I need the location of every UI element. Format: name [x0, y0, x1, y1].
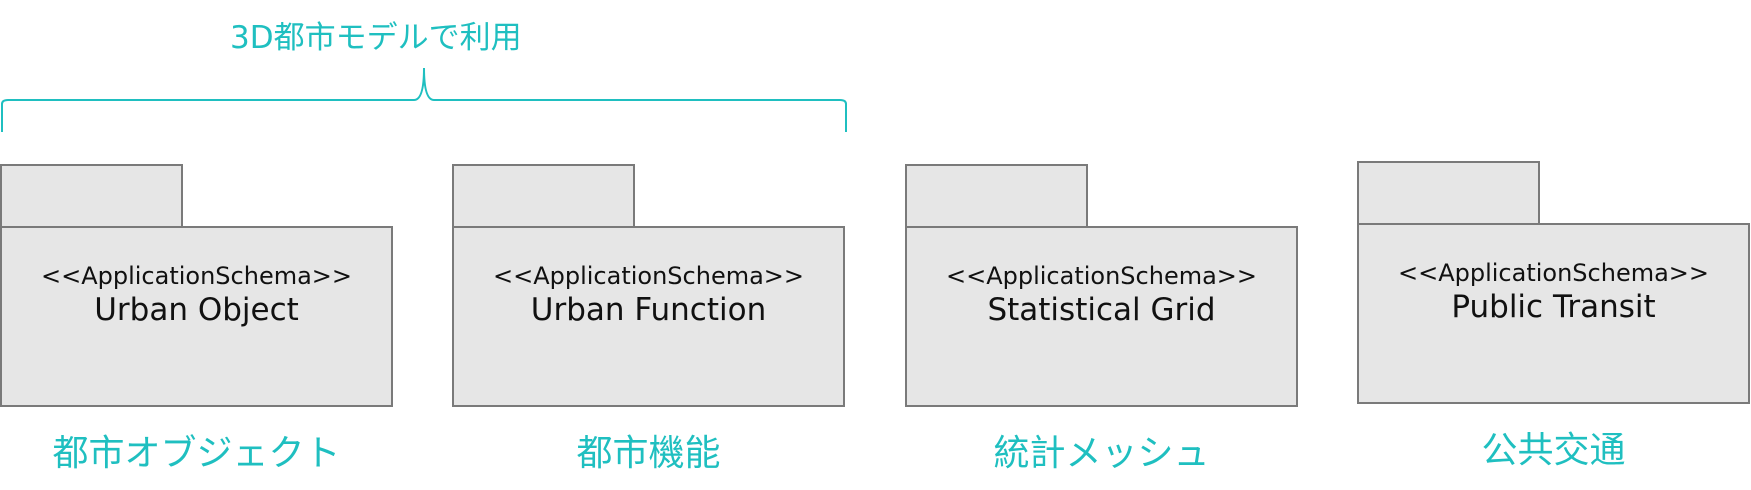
package-stereotype: <<ApplicationSchema>>	[945, 262, 1258, 290]
package-body: <<ApplicationSchema>> Urban Function	[452, 226, 845, 407]
package-name: Urban Function	[530, 292, 767, 328]
package-name: Urban Object	[94, 292, 299, 328]
package-tab	[1357, 161, 1540, 225]
package-stereotype: <<ApplicationSchema>>	[1397, 259, 1710, 287]
package-caption-public-transit: 公共交通	[1481, 430, 1626, 471]
package-body: <<ApplicationSchema>> Statistical Grid	[905, 226, 1298, 407]
package-tab	[452, 164, 635, 228]
package-tab	[905, 164, 1088, 228]
package-tab	[0, 164, 183, 228]
package-urban-object: <<ApplicationSchema>> Urban Object	[0, 164, 393, 407]
package-stereotype: <<ApplicationSchema>>	[40, 262, 353, 290]
usage-group-brace	[0, 67, 847, 132]
package-public-transit: <<ApplicationSchema>> Public Transit	[1357, 161, 1750, 404]
package-body: <<ApplicationSchema>> Urban Object	[0, 226, 393, 407]
package-caption-urban-object: 都市オブジェクト	[52, 433, 341, 474]
package-urban-function: <<ApplicationSchema>> Urban Function	[452, 164, 845, 407]
package-name: Statistical Grid	[987, 292, 1216, 328]
usage-group-label: 3D都市モデルで利用	[230, 20, 522, 56]
package-stereotype: <<ApplicationSchema>>	[492, 262, 805, 290]
package-body: <<ApplicationSchema>> Public Transit	[1357, 223, 1750, 404]
package-name: Public Transit	[1451, 289, 1656, 325]
package-caption-urban-function: 都市機能	[576, 433, 721, 474]
package-statistical-grid: <<ApplicationSchema>> Statistical Grid	[905, 164, 1298, 407]
package-caption-statistical-grid: 統計メッシュ	[993, 433, 1210, 474]
